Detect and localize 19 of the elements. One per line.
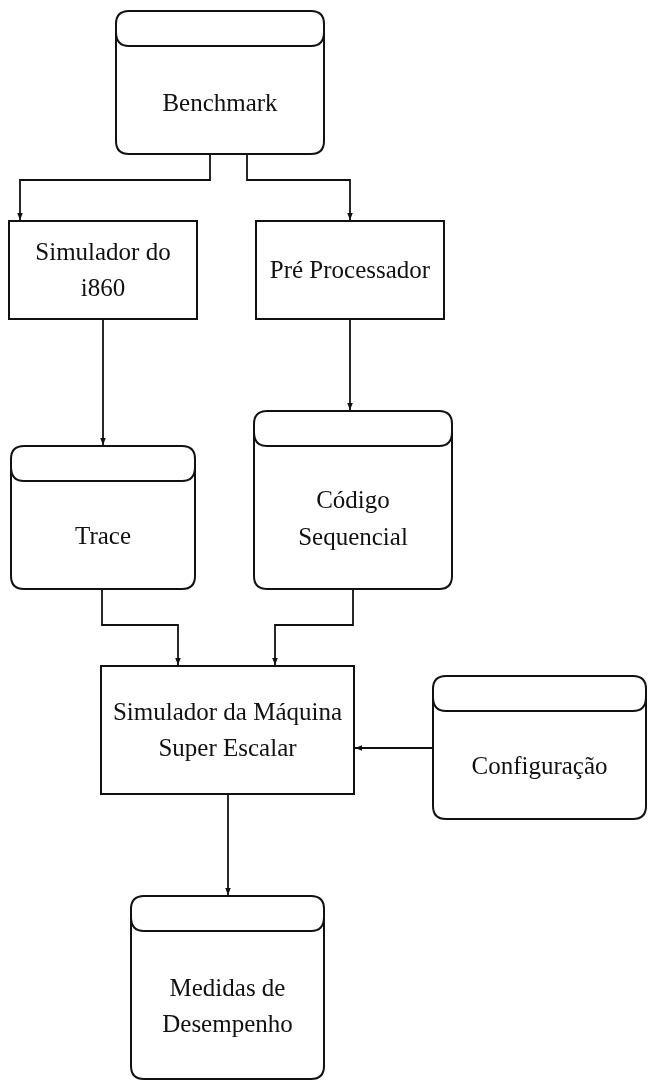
- node-label: Configuração: [471, 750, 608, 781]
- arrow: [17, 154, 211, 221]
- node-label: Simulador do i860: [34, 236, 172, 303]
- process-box: [100, 665, 355, 795]
- arrow: [101, 589, 181, 666]
- arrow: [100, 319, 106, 446]
- node-label: Benchmark: [162, 88, 278, 119]
- process-box: [8, 220, 198, 320]
- node-label: Código Sequencial: [297, 485, 409, 552]
- node-label: Simulador da Máquina Super Escalar: [112, 696, 343, 763]
- arrow: [354, 745, 433, 751]
- process-box: [255, 220, 445, 320]
- arrow: [225, 794, 231, 896]
- arrow: [272, 589, 354, 666]
- arrow: [347, 319, 353, 411]
- node-label: Medidas de Desempenho: [161, 972, 294, 1039]
- node-label: Pré Processador: [269, 254, 431, 285]
- arrow: [246, 154, 353, 221]
- node-label: Trace: [75, 520, 131, 551]
